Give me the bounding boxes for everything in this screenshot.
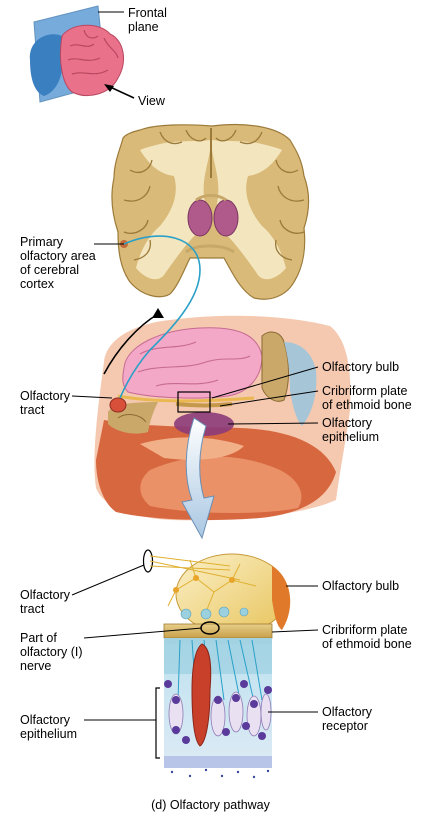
label-olfactory-bulb-upper: Olfactory bulb [322, 360, 399, 374]
label-cribriform-plate-upper: Cribriform plate of ethmoid bone [322, 384, 412, 412]
label-olfactory-tract-upper: Olfactory tract [20, 389, 70, 417]
label-part-of-olfactory-nerve: Part of olfactory (I) nerve [20, 631, 83, 673]
left-nucleus [188, 200, 212, 236]
epithelium-bracket [156, 688, 160, 758]
label-frontal-plane: Frontal plane [128, 6, 167, 34]
label-cribriform-plate-lower: Cribriform plate of ethmoid bone [322, 623, 412, 651]
label-olfactory-receptor: Olfactory receptor [322, 705, 372, 733]
figure-caption: (d) Olfactory pathway [0, 798, 421, 812]
frontal-plane-diagram [30, 6, 134, 102]
label-olfactory-tract-lower: Olfactory tract [20, 588, 70, 616]
label-olfactory-epithelium-upper: Olfactory epithelium [322, 416, 379, 444]
label-view: View [138, 94, 165, 108]
nasal-cavity-section [94, 316, 350, 521]
olfactory-bulb-upper [110, 398, 126, 412]
olfactory-bulb-lower [176, 554, 288, 634]
label-primary-olfactory-area: Primary olfactory area of cerebral corte… [20, 235, 96, 291]
coronal-brain-section [112, 125, 309, 300]
label-olfactory-epithelium-lower: Olfactory epithelium [20, 713, 77, 741]
enlarged-olfactory-detail [144, 550, 291, 778]
label-olfactory-bulb-lower: Olfactory bulb [322, 579, 399, 593]
right-nucleus [214, 200, 238, 236]
